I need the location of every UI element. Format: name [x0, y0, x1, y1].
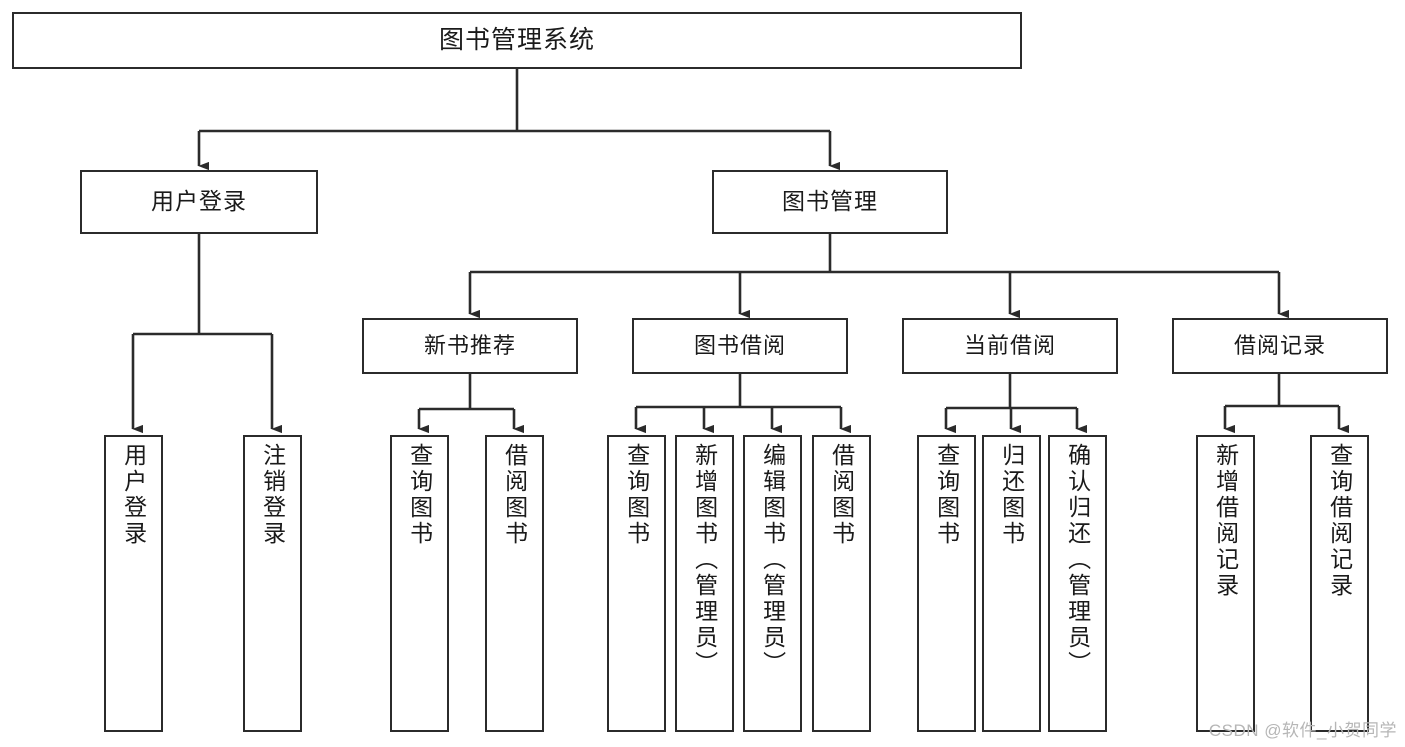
node-new-book-recommend[interactable]: 新书推荐 — [362, 318, 578, 374]
leaf-new-book-1-label: 查询图书 — [406, 443, 433, 547]
node-book-management[interactable]: 图书管理 — [712, 170, 948, 234]
node-new-book-recommend-label: 新书推荐 — [423, 333, 516, 359]
leaf-borrow-record-1-label: 新增借阅记录 — [1212, 443, 1239, 599]
leaf-current-borrow-2-label: 归还图书 — [998, 443, 1025, 547]
node-borrow-record-label: 借阅记录 — [1233, 333, 1326, 359]
leaf-book-borrow-1-label: 查询图书 — [623, 443, 650, 547]
node-root-label: 图书管理系统 — [438, 25, 595, 54]
node-root-system[interactable]: 图书管理系统 — [12, 12, 1022, 69]
leaf-book-borrow-2[interactable]: 新增图书（管理员） — [675, 435, 734, 732]
leaf-user-login-2[interactable]: 注销登录 — [243, 435, 302, 732]
node-book-borrow[interactable]: 图书借阅 — [632, 318, 848, 374]
leaf-current-borrow-3[interactable]: 确认归还（管理员） — [1048, 435, 1107, 732]
leaf-book-borrow-1[interactable]: 查询图书 — [607, 435, 666, 732]
leaf-borrow-record-2[interactable]: 查询借阅记录 — [1310, 435, 1369, 732]
leaf-current-borrow-1[interactable]: 查询图书 — [917, 435, 976, 732]
leaf-book-borrow-3-label: 编辑图书（管理员） — [759, 443, 786, 677]
leaf-current-borrow-3-label: 确认归还（管理员） — [1064, 443, 1091, 677]
leaf-new-book-1[interactable]: 查询图书 — [390, 435, 449, 732]
leaf-book-borrow-2-label: 新增图书（管理员） — [691, 443, 718, 677]
leaf-book-borrow-4-label: 借阅图书 — [828, 443, 855, 547]
leaf-borrow-record-1[interactable]: 新增借阅记录 — [1196, 435, 1255, 732]
node-borrow-record[interactable]: 借阅记录 — [1172, 318, 1388, 374]
watermark-text: CSDN @软件_小贺同学 — [1208, 721, 1397, 740]
leaf-user-login-2-label: 注销登录 — [259, 443, 286, 547]
leaf-new-book-2[interactable]: 借阅图书 — [485, 435, 544, 732]
leaf-book-borrow-3[interactable]: 编辑图书（管理员） — [743, 435, 802, 732]
node-current-borrow[interactable]: 当前借阅 — [902, 318, 1118, 374]
node-current-borrow-label: 当前借阅 — [963, 333, 1056, 359]
node-user-login-label: 用户登录 — [151, 188, 247, 215]
leaf-new-book-2-label: 借阅图书 — [501, 443, 528, 547]
leaf-current-borrow-2[interactable]: 归还图书 — [982, 435, 1041, 732]
leaf-borrow-record-2-label: 查询借阅记录 — [1326, 443, 1353, 599]
leaf-user-login-1-label: 用户登录 — [120, 443, 147, 547]
leaf-book-borrow-4[interactable]: 借阅图书 — [812, 435, 871, 732]
leaf-user-login-1[interactable]: 用户登录 — [104, 435, 163, 732]
leaf-current-borrow-1-label: 查询图书 — [933, 443, 960, 547]
node-book-borrow-label: 图书借阅 — [693, 333, 786, 359]
node-book-management-label: 图书管理 — [782, 188, 878, 215]
node-user-login[interactable]: 用户登录 — [80, 170, 318, 234]
